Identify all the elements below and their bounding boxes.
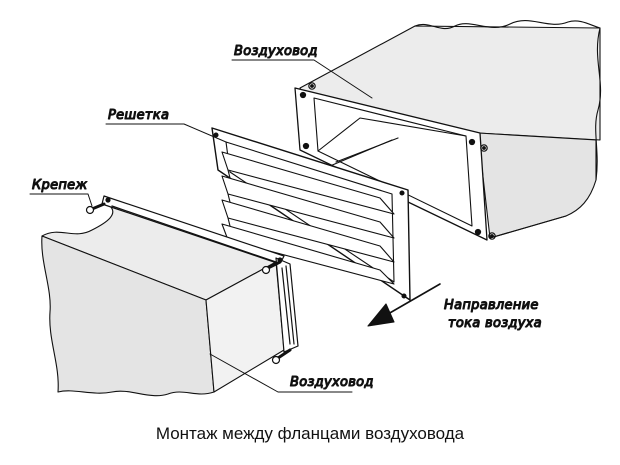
upper-duct xyxy=(299,20,602,239)
louver-blades xyxy=(221,151,395,285)
leader-duct-bottom xyxy=(209,353,353,393)
airflow-arrowhead xyxy=(367,303,395,327)
diagram-caption: Монтаж между фланцами воздуховода xyxy=(155,424,465,443)
lower-duct-front-face xyxy=(41,235,215,397)
assembly-diagram: Воздуховод Решетка Крепеж Направление то… xyxy=(29,20,602,397)
leader-lines xyxy=(29,59,373,393)
fastener-screw-left xyxy=(85,202,106,215)
leader-fastener xyxy=(29,193,93,207)
lower-flange xyxy=(101,195,299,353)
upper-duct-side-face xyxy=(477,132,597,239)
flange-inner xyxy=(313,97,473,227)
upper-duct-break-edge xyxy=(414,20,601,30)
label-fastener: Крепеж xyxy=(32,178,88,193)
airflow-arrow xyxy=(367,283,441,327)
fastener-screw-bottom xyxy=(271,348,292,365)
nut-top-left xyxy=(308,82,316,90)
lower-duct xyxy=(41,205,285,397)
label-flow-line2: тока воздуха xyxy=(448,316,542,331)
label-duct-top: Воздуховод xyxy=(234,44,318,59)
label-grille: Решетка xyxy=(108,108,169,123)
upper-duct-right-break xyxy=(595,27,602,181)
nut-right xyxy=(480,144,488,152)
nut-bottom-right xyxy=(488,232,496,240)
leader-grille xyxy=(105,123,227,143)
label-flow-line1: Направление xyxy=(444,298,539,313)
fastener-screw-mid xyxy=(261,260,282,275)
duct-flange xyxy=(294,82,496,241)
label-duct-bottom: Воздуховод xyxy=(290,375,374,390)
flange-outer xyxy=(294,87,488,241)
leader-duct-top xyxy=(231,59,373,99)
louver-grille xyxy=(211,127,411,301)
